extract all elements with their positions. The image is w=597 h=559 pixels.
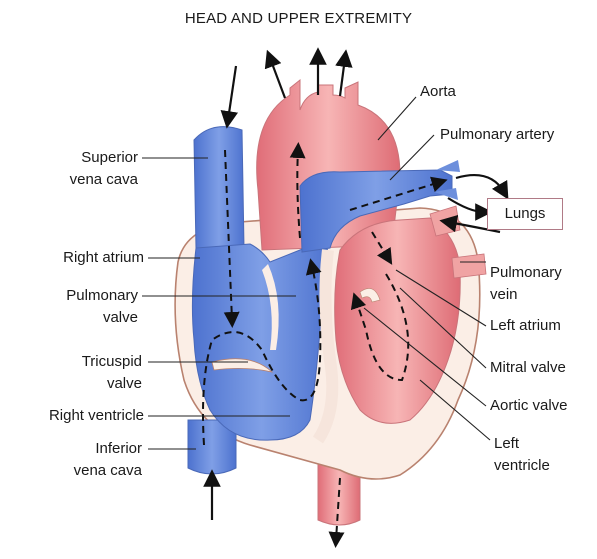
label-aortic-valve: Aortic valve bbox=[490, 396, 568, 416]
label-inferior-vena-cava-line2: vena cava bbox=[30, 461, 142, 481]
label-pulmonary-artery: Pulmonary artery bbox=[440, 125, 554, 145]
arrow-out-left bbox=[270, 58, 285, 98]
arrow-to-lungs-upper bbox=[456, 175, 504, 192]
label-left-ventricle-line1: Left bbox=[494, 434, 519, 454]
label-inferior-vena-cava-line1: Inferior bbox=[30, 439, 142, 459]
label-pulmonary-valve-line1: Pulmonary bbox=[30, 286, 138, 306]
label-pulmonary-vein-line1: Pulmonary bbox=[490, 263, 562, 283]
label-right-atrium: Right atrium bbox=[16, 248, 144, 268]
arrow-out-right bbox=[340, 58, 345, 96]
label-aorta: Aorta bbox=[420, 82, 456, 102]
right-atrium-ventricle bbox=[192, 240, 330, 440]
label-mitral-valve: Mitral valve bbox=[490, 358, 566, 378]
label-pulmonary-vein-line2: vein bbox=[490, 285, 518, 305]
label-right-ventricle: Right ventricle bbox=[6, 406, 144, 426]
label-superior-vena-cava-line2: vena cava bbox=[30, 170, 138, 190]
label-tricuspid-valve-line2: valve bbox=[30, 374, 142, 394]
superior-vena-cava bbox=[194, 127, 244, 248]
label-left-atrium: Left atrium bbox=[490, 316, 561, 336]
label-superior-vena-cava-line1: Superior bbox=[30, 148, 138, 168]
label-tricuspid-valve-line1: Tricuspid bbox=[30, 352, 142, 372]
pulmonary-vein-lower bbox=[452, 254, 486, 278]
lungs-box: Lungs bbox=[487, 198, 563, 230]
label-pulmonary-valve-line2: valve bbox=[30, 308, 138, 328]
arrow-into-svc bbox=[228, 66, 236, 120]
label-left-ventricle-line2: ventricle bbox=[494, 456, 550, 476]
